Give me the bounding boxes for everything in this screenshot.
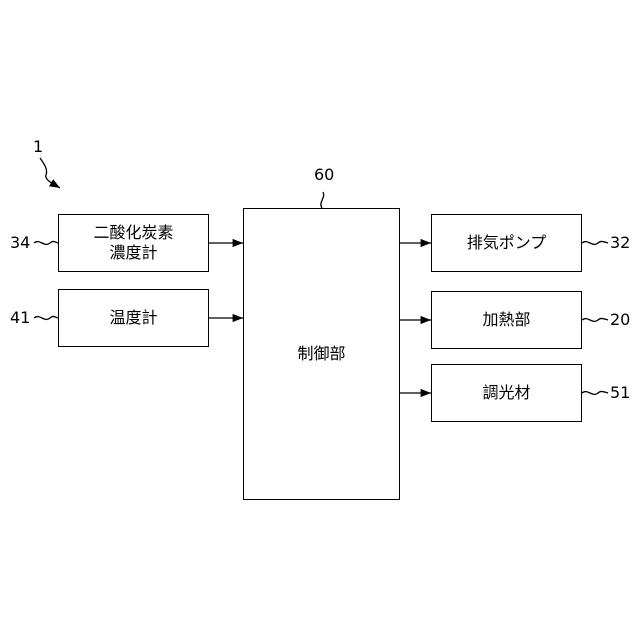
co2-meter-ref: 34 [10,234,30,252]
co2-meter-label-line1: 二酸化炭素 [93,223,173,243]
control-unit-label: 制御部 [297,344,345,364]
heating-unit-box: 加熱部 [431,291,582,349]
figure-ref-label: 1 [33,138,43,156]
heater-ref-leader [582,318,608,321]
light-control-material-label: 調光材 [482,383,530,403]
exhaust-pump-box: 排気ポンプ [431,214,582,272]
thermometer-box: 温度計 [58,289,209,347]
co2-concentration-meter-box: 二酸化炭素 濃度計 [58,214,209,272]
light-control-material-ref: 51 [610,384,630,402]
figure-ref-arrow [40,158,60,188]
exhaust-pump-ref: 32 [610,234,630,252]
pump-ref-leader [582,241,608,244]
co2-meter-ref-leader [34,241,58,244]
control-unit-ref: 60 [314,166,334,184]
heating-unit-label: 加熱部 [482,310,530,330]
co2-meter-label-line2: 濃度計 [109,243,157,263]
exhaust-pump-label: 排気ポンプ [467,233,547,253]
dimmer-ref-leader [582,391,608,394]
thermometer-ref: 41 [10,309,30,327]
thermometer-label: 温度計 [109,308,157,328]
control-unit-box: 制御部 [243,208,400,500]
heating-unit-ref: 20 [610,311,630,329]
light-control-material-box: 調光材 [431,364,582,422]
thermometer-ref-leader [34,316,58,319]
control-ref-leader [321,192,324,208]
